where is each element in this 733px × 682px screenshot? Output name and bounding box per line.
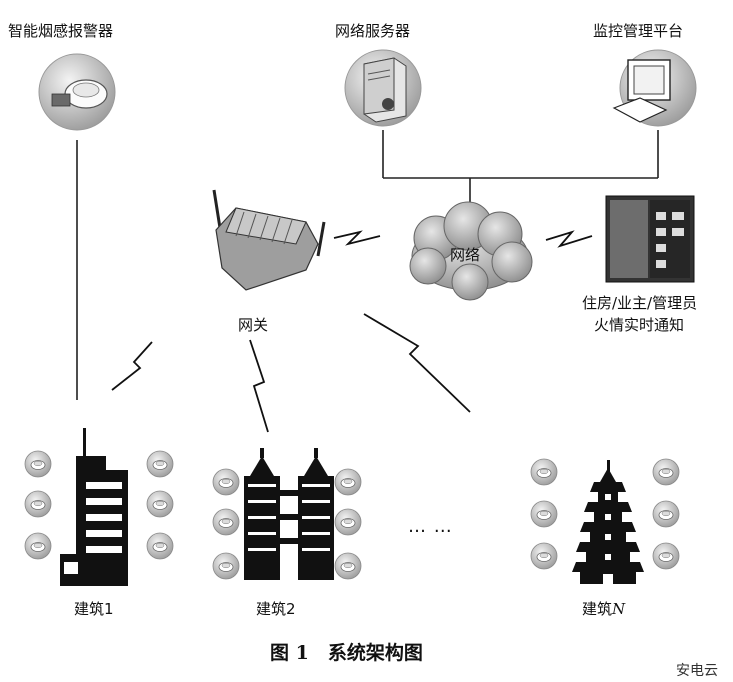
buildingN-label: 建筑N bbox=[582, 600, 625, 618]
notify-label-line2: 火情实时通知 bbox=[594, 316, 685, 334]
server-icon bbox=[344, 49, 422, 127]
wireless-gateway-building1 bbox=[111, 341, 153, 391]
smoke-alarm-label: 智能烟感报警器 bbox=[8, 22, 114, 40]
figure-caption: 图 1 系统架构图 bbox=[270, 642, 423, 664]
network-label: 网络 bbox=[450, 246, 481, 264]
connection-lines bbox=[76, 130, 659, 400]
platform-label: 监控管理平台 bbox=[593, 22, 684, 40]
building1-label: 建筑1 bbox=[74, 600, 114, 618]
gateway-label: 网关 bbox=[238, 316, 269, 334]
cloud-icon bbox=[409, 201, 533, 301]
watermark: 安电云 bbox=[676, 663, 718, 679]
more-buildings-ellipsis: … … bbox=[408, 516, 453, 537]
phone-icon bbox=[605, 195, 695, 283]
notify-label-line1: 住房/业主/管理员 bbox=[582, 294, 698, 312]
wireless-network-phone bbox=[545, 230, 593, 248]
server-label: 网络服务器 bbox=[335, 22, 411, 40]
building2-label: 建筑2 bbox=[256, 600, 296, 618]
buildingN-label-suffix: N bbox=[612, 600, 626, 618]
monitor-icon bbox=[612, 49, 697, 127]
gateway-icon bbox=[212, 189, 326, 291]
wireless-links bbox=[111, 230, 593, 433]
wireless-gateway-buildingN bbox=[363, 313, 471, 413]
building1-icon bbox=[60, 428, 128, 586]
wireless-gateway-building2 bbox=[249, 339, 269, 433]
buildingN-icon bbox=[572, 460, 644, 584]
wireless-gateway-network bbox=[333, 230, 381, 246]
smoke-alarm-icon bbox=[38, 53, 116, 131]
buildingN-label-prefix: 建筑 bbox=[582, 600, 613, 618]
building2-icon bbox=[244, 448, 334, 580]
building2-sensors bbox=[212, 468, 362, 580]
